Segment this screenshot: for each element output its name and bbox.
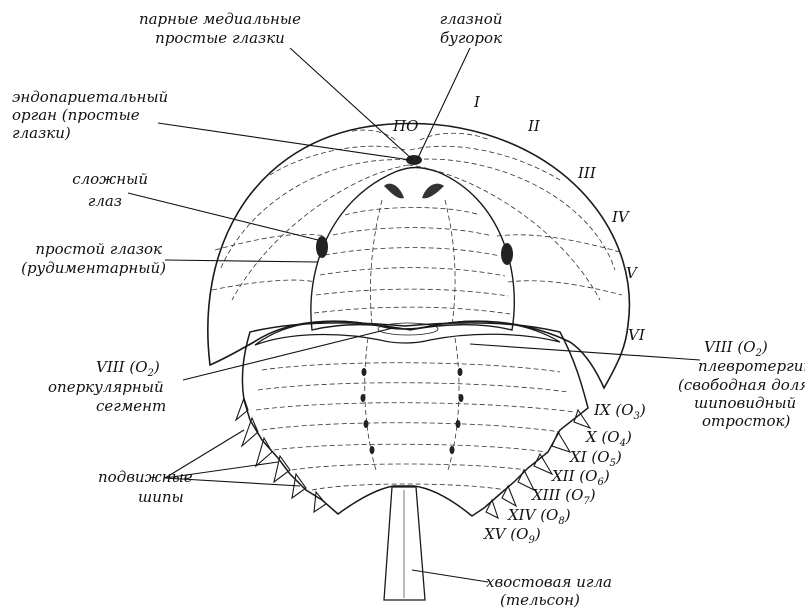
segment-label: XII (O6) — [551, 467, 610, 488]
svg-text:сегмент: сегмент — [96, 397, 166, 415]
svg-text:простые глазки: простые глазки — [155, 29, 285, 47]
segment-numeral: IV — [611, 208, 631, 226]
svg-text:глазной: глазной — [440, 10, 503, 28]
segment-label: IX (O3) — [593, 401, 646, 422]
label-median-ocelli: парные медиальные простые глазки — [139, 10, 301, 47]
label-movable-spines: подвижные шипы — [98, 468, 193, 506]
svg-text:шипы: шипы — [138, 488, 184, 506]
prosoma-segment-numerals: I II III IV V VI — [473, 93, 646, 344]
svg-text:бугорок: бугорок — [440, 29, 502, 47]
label-simple-eye: простой глазок (рудиментарный) — [21, 240, 166, 277]
svg-text:(рудиментарный): (рудиментарный) — [21, 259, 166, 277]
segment-label: XIII (O7) — [531, 486, 596, 507]
svg-text:глазки): глазки) — [12, 124, 71, 142]
svg-text:орган (простые: орган (простые — [12, 106, 140, 124]
segment-label: XI (O5) — [569, 448, 622, 469]
prosoma — [208, 124, 630, 389]
segment-numeral: II — [527, 117, 541, 135]
svg-text:эндопариетальный: эндопариетальный — [12, 88, 168, 106]
svg-text:отросток): отросток) — [702, 412, 791, 430]
telson — [384, 487, 425, 600]
svg-text:глаз: глаз — [88, 192, 122, 210]
segment-label: XV (O9) — [483, 525, 541, 546]
svg-text:(свободная доля,: (свободная доля, — [678, 376, 805, 394]
label-compound-eye: сложный глаз — [72, 170, 148, 210]
label-ocular-tubercle: глазной бугорок — [440, 10, 503, 47]
opisthosoma-segment-labels: IX (O3) X (O4) XI (O5) XII (O6) XIII (O7… — [483, 401, 646, 546]
svg-text:парные медиальные: парные медиальные — [139, 10, 301, 28]
svg-text:шиповидный: шиповидный — [694, 394, 796, 412]
segment-numeral: III — [577, 164, 597, 182]
label-po: ПО — [392, 117, 418, 135]
svg-text:VIII (O2): VIII (O2) — [704, 338, 768, 359]
svg-text:простой глазок: простой глазок — [35, 240, 162, 258]
svg-text:оперкулярный: оперкулярный — [48, 378, 164, 396]
segment-numeral: VI — [628, 326, 646, 344]
segment-label: XIV (O8) — [507, 506, 571, 527]
svg-text:подвижные: подвижные — [98, 468, 193, 486]
label-pleurotergite: VIII (O2) плевротергит (свободная доля, … — [678, 338, 805, 430]
svg-text:(тельсон): (тельсон) — [500, 591, 580, 609]
compound-eye-right — [501, 243, 513, 265]
segment-label: X (O4) — [585, 428, 632, 449]
svg-text:плевротергит: плевротергит — [698, 357, 805, 375]
label-telson: хвостовая игла (тельсон) — [486, 573, 612, 609]
svg-text:сложный: сложный — [72, 170, 148, 188]
svg-text:VIII (O2): VIII (O2) — [96, 358, 160, 379]
segment-numeral: V — [626, 264, 639, 282]
compound-eye-left — [316, 236, 328, 258]
label-opercular-segment: VIII (O2) оперкулярный сегмент — [48, 358, 166, 415]
segment-numeral: I — [473, 93, 481, 111]
label-endoparietal-organ: эндопариетальный орган (простые глазки) — [12, 88, 168, 142]
svg-text:хвостовая игла: хвостовая игла — [486, 573, 612, 591]
